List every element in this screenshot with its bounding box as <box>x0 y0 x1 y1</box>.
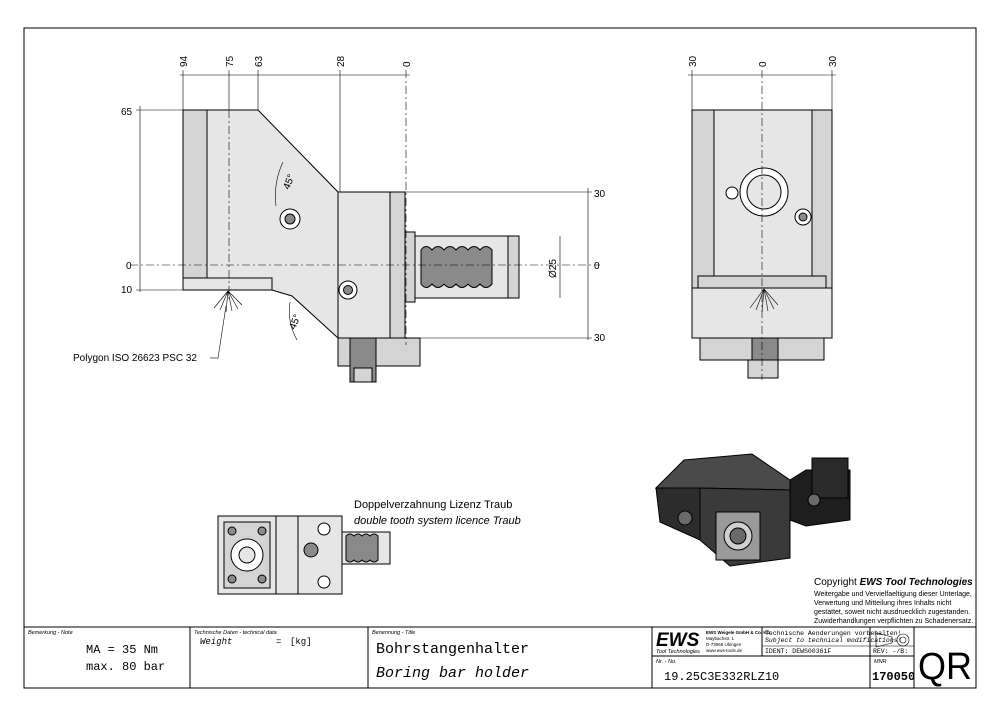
angle-45-upper: 45° <box>282 173 298 191</box>
dim-63: 63 <box>254 55 265 67</box>
note-line-1: MA = 35 Nm <box>86 643 158 657</box>
title-en: Boring bar holder <box>376 665 529 682</box>
front-view: 30 0 30 <box>688 55 839 380</box>
copyright-line-1: Weitergabe und Vervielfaeltigung dieser … <box>814 591 972 598</box>
dim-diameter-25: Ø25 <box>548 259 559 278</box>
ews-logo-sub: Tool Technologies <box>656 649 700 655</box>
front-dim-0: 0 <box>758 61 769 67</box>
qr-label: QR <box>918 646 972 688</box>
dim-0-left: 0 <box>126 261 132 272</box>
tech-header: Technische Daten - technical data <box>194 630 277 636</box>
front-dim-30-right: 30 <box>828 55 839 67</box>
copyright-line-2: Verwertung und Mitteilung ihres Inhalts … <box>814 600 951 607</box>
isometric-view <box>654 453 851 567</box>
note-header: Bemerkung - Note <box>28 630 73 636</box>
weight-unit: [kg] <box>290 637 312 647</box>
ews-logo: EWS <box>656 630 700 651</box>
doppel-label-de: Doppelverzahnung Lizenz Traub <box>354 499 512 511</box>
mnr-value: 170050 <box>872 670 915 684</box>
weight-label: Weight <box>200 637 232 647</box>
company-line-1: EWS Weigele GmbH & Co. KG <box>706 630 771 635</box>
change-en: Subject to technical modifications! <box>765 637 902 644</box>
note-line-2: max. 80 bar <box>86 660 165 674</box>
sheet-frame <box>23 27 977 689</box>
copyright-notice: Copyright EWS Tool Technologies Weiterga… <box>814 577 973 625</box>
dim-0-top: 0 <box>402 61 413 67</box>
company-line-3: D-73066 Uhingen <box>706 642 742 647</box>
change-de: Technische Aenderungen vorbehalten! <box>765 630 902 637</box>
dim-30-lower: 30 <box>594 333 606 344</box>
title-block: Bemerkung - Note MA = 35 Nm max. 80 bar … <box>24 626 976 688</box>
doppel-label-en: double tooth system licence Traub <box>354 515 521 527</box>
side-view-dimensions: 94 75 63 28 0 65 0 10 30 0 30 Ø25 45° 45… <box>73 55 606 364</box>
copyright-title: Copyright EWS Tool Technologies <box>814 577 973 588</box>
title-de: Bohrstangenhalter <box>376 641 529 658</box>
dim-94: 94 <box>179 55 190 67</box>
company-line-2: Maybachstr. 1 <box>706 636 735 641</box>
dim-28: 28 <box>336 55 347 67</box>
dim-75: 75 <box>225 55 236 67</box>
front-dim-30-left: 30 <box>688 55 699 67</box>
dim-10: 10 <box>121 285 133 296</box>
projection-symbol-icon <box>875 632 910 648</box>
rev: REV: -/B: <box>873 648 908 655</box>
copyright-line-4: Zuwiderhandlungen verpflichten zu Schade… <box>814 618 973 625</box>
angle-45-lower: 45° <box>288 313 304 331</box>
nr-header: Nr. - No. <box>656 659 677 665</box>
title-header: Benennung - Title <box>372 630 415 636</box>
copyright-line-3: gestattet, soweit nicht ausdruecklich zu… <box>814 609 970 616</box>
dim-30-upper: 30 <box>594 189 606 200</box>
polygon-label: Polygon ISO 26623 PSC 32 <box>73 353 197 364</box>
mnr-header: MNR <box>874 659 887 665</box>
dim-65: 65 <box>121 107 133 118</box>
side-view <box>130 70 600 383</box>
weight-eq: = <box>276 637 281 647</box>
top-detail-view: Doppelverzahnung Lizenz Traub double too… <box>217 499 521 595</box>
part-number: 19.25C3E332RLZ10 <box>664 670 779 684</box>
dim-0-right: 0 <box>594 261 600 272</box>
ident: IDENT: DEWS00361F <box>765 648 831 655</box>
company-line-4: www.ews-tools.de <box>706 648 743 653</box>
